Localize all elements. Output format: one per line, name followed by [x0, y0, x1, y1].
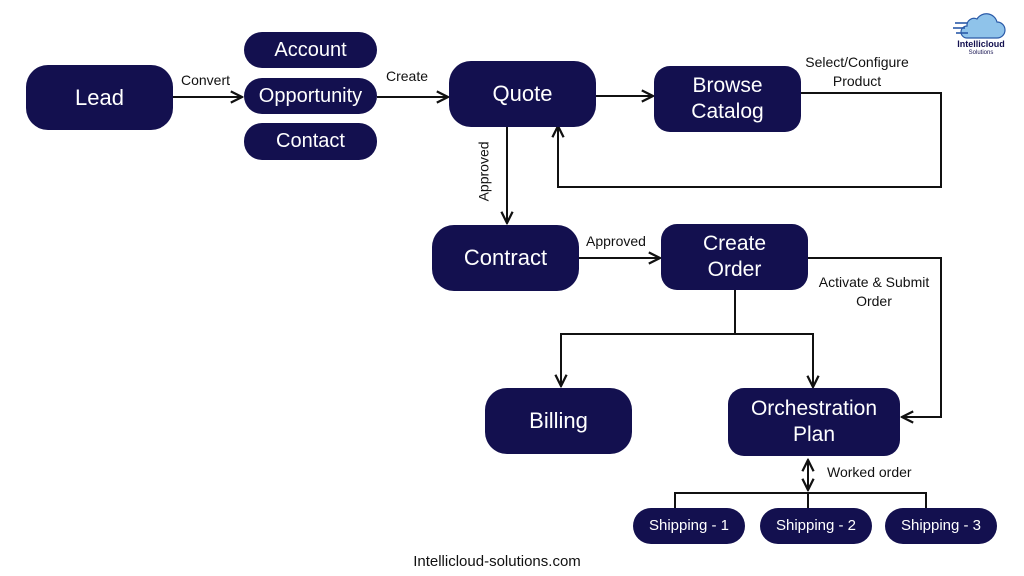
label-approved-horizontal: Approved [586, 233, 646, 249]
label-convert: Convert [181, 72, 231, 88]
node-lead: Lead [26, 65, 173, 130]
footer-website[interactable]: Intellicloud-solutions.com [413, 553, 581, 570]
node-shipping-3: Shipping - 3 [885, 508, 997, 544]
logo-subtitle: Solutions [968, 50, 994, 56]
edge-order-plan [735, 333, 814, 386]
node-shipping-1: Shipping - 1 [633, 508, 745, 544]
node-billing: Billing [485, 388, 632, 454]
label-approved-vertical: Approved [475, 141, 492, 202]
edge-order-orchestration [807, 257, 942, 417]
node-quote: Quote [449, 61, 596, 127]
label-activate-submit: Activate & Submit Order [818, 274, 930, 309]
label-create: Create [386, 68, 429, 84]
label-select-configure: Select/Configure Product [805, 54, 909, 89]
node-opportunity: Opportunity [244, 78, 377, 114]
intellicloud-logo: Intellicloud Solutions [953, 12, 1009, 60]
node-contact: Contact [244, 123, 377, 160]
edge-shipping-bracket [674, 492, 927, 508]
node-shipping-2: Shipping - 2 [760, 508, 872, 544]
cloud-icon [953, 13, 1006, 39]
node-account: Account [244, 32, 377, 68]
node-contract: Contract [432, 225, 579, 291]
logo-name: Intellicloud [957, 39, 1005, 49]
node-create-order: Create Order [661, 224, 808, 290]
edge-order-billing [561, 290, 736, 386]
label-worked-order: Worked order [827, 464, 912, 480]
node-browse-catalog: Browse Catalog [654, 66, 801, 132]
edge-catalog-back-to-quote [558, 92, 942, 188]
node-orchestration-plan: Orchestration Plan [728, 388, 900, 456]
